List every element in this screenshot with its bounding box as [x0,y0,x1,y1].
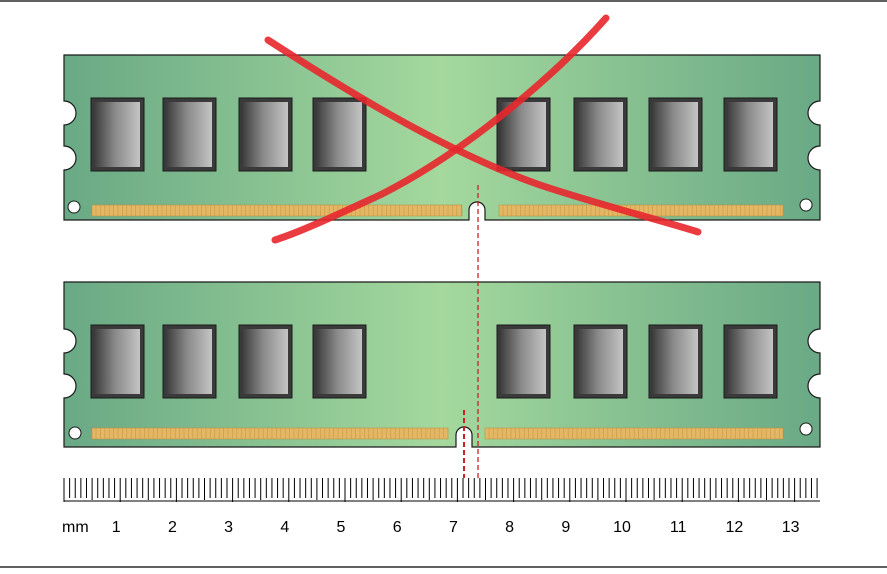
dram-chip [649,325,702,398]
ruler-label: 7 [449,519,458,536]
ruler-label: 1 [112,519,121,536]
ruler-label: 10 [613,519,631,536]
ruler-label: 5 [337,519,346,536]
dram-chip [313,325,366,398]
dram-chip [574,98,627,171]
dram-chip [649,98,702,171]
incorrect-memory-module [64,55,820,220]
ruler-label: 12 [726,519,744,536]
ruler-label: 8 [505,519,514,536]
contact-strip [92,428,448,439]
dram-chip [497,325,550,398]
dram-chip [574,325,627,398]
dram-chip [239,98,292,171]
ruler-ticks [64,478,817,502]
dram-chip [163,98,216,171]
ruler-label: 3 [224,519,233,536]
ruler-label: 4 [280,519,289,536]
contact-strip [92,205,462,216]
gold-contacts [92,428,783,439]
gold-contacts [92,205,783,216]
dram-chip [91,98,144,171]
ruler-label: 13 [782,519,800,536]
mounting-hole [800,199,812,211]
dram-chip [163,325,216,398]
ruler-label: 6 [393,519,402,536]
correct-memory-module [64,282,820,447]
dram-chip [724,98,777,171]
mounting-hole [800,423,812,435]
dram-chip [91,325,144,398]
mounting-hole [68,201,80,213]
ruler-label: 9 [561,519,570,536]
ruler-label: 11 [670,519,687,536]
dram-chip [239,325,292,398]
mounting-hole [69,427,81,439]
ruler-label: 2 [168,519,177,536]
dram-chip [313,98,366,171]
dram-chip [724,325,777,398]
ruler-unit-label: mm [62,519,89,536]
